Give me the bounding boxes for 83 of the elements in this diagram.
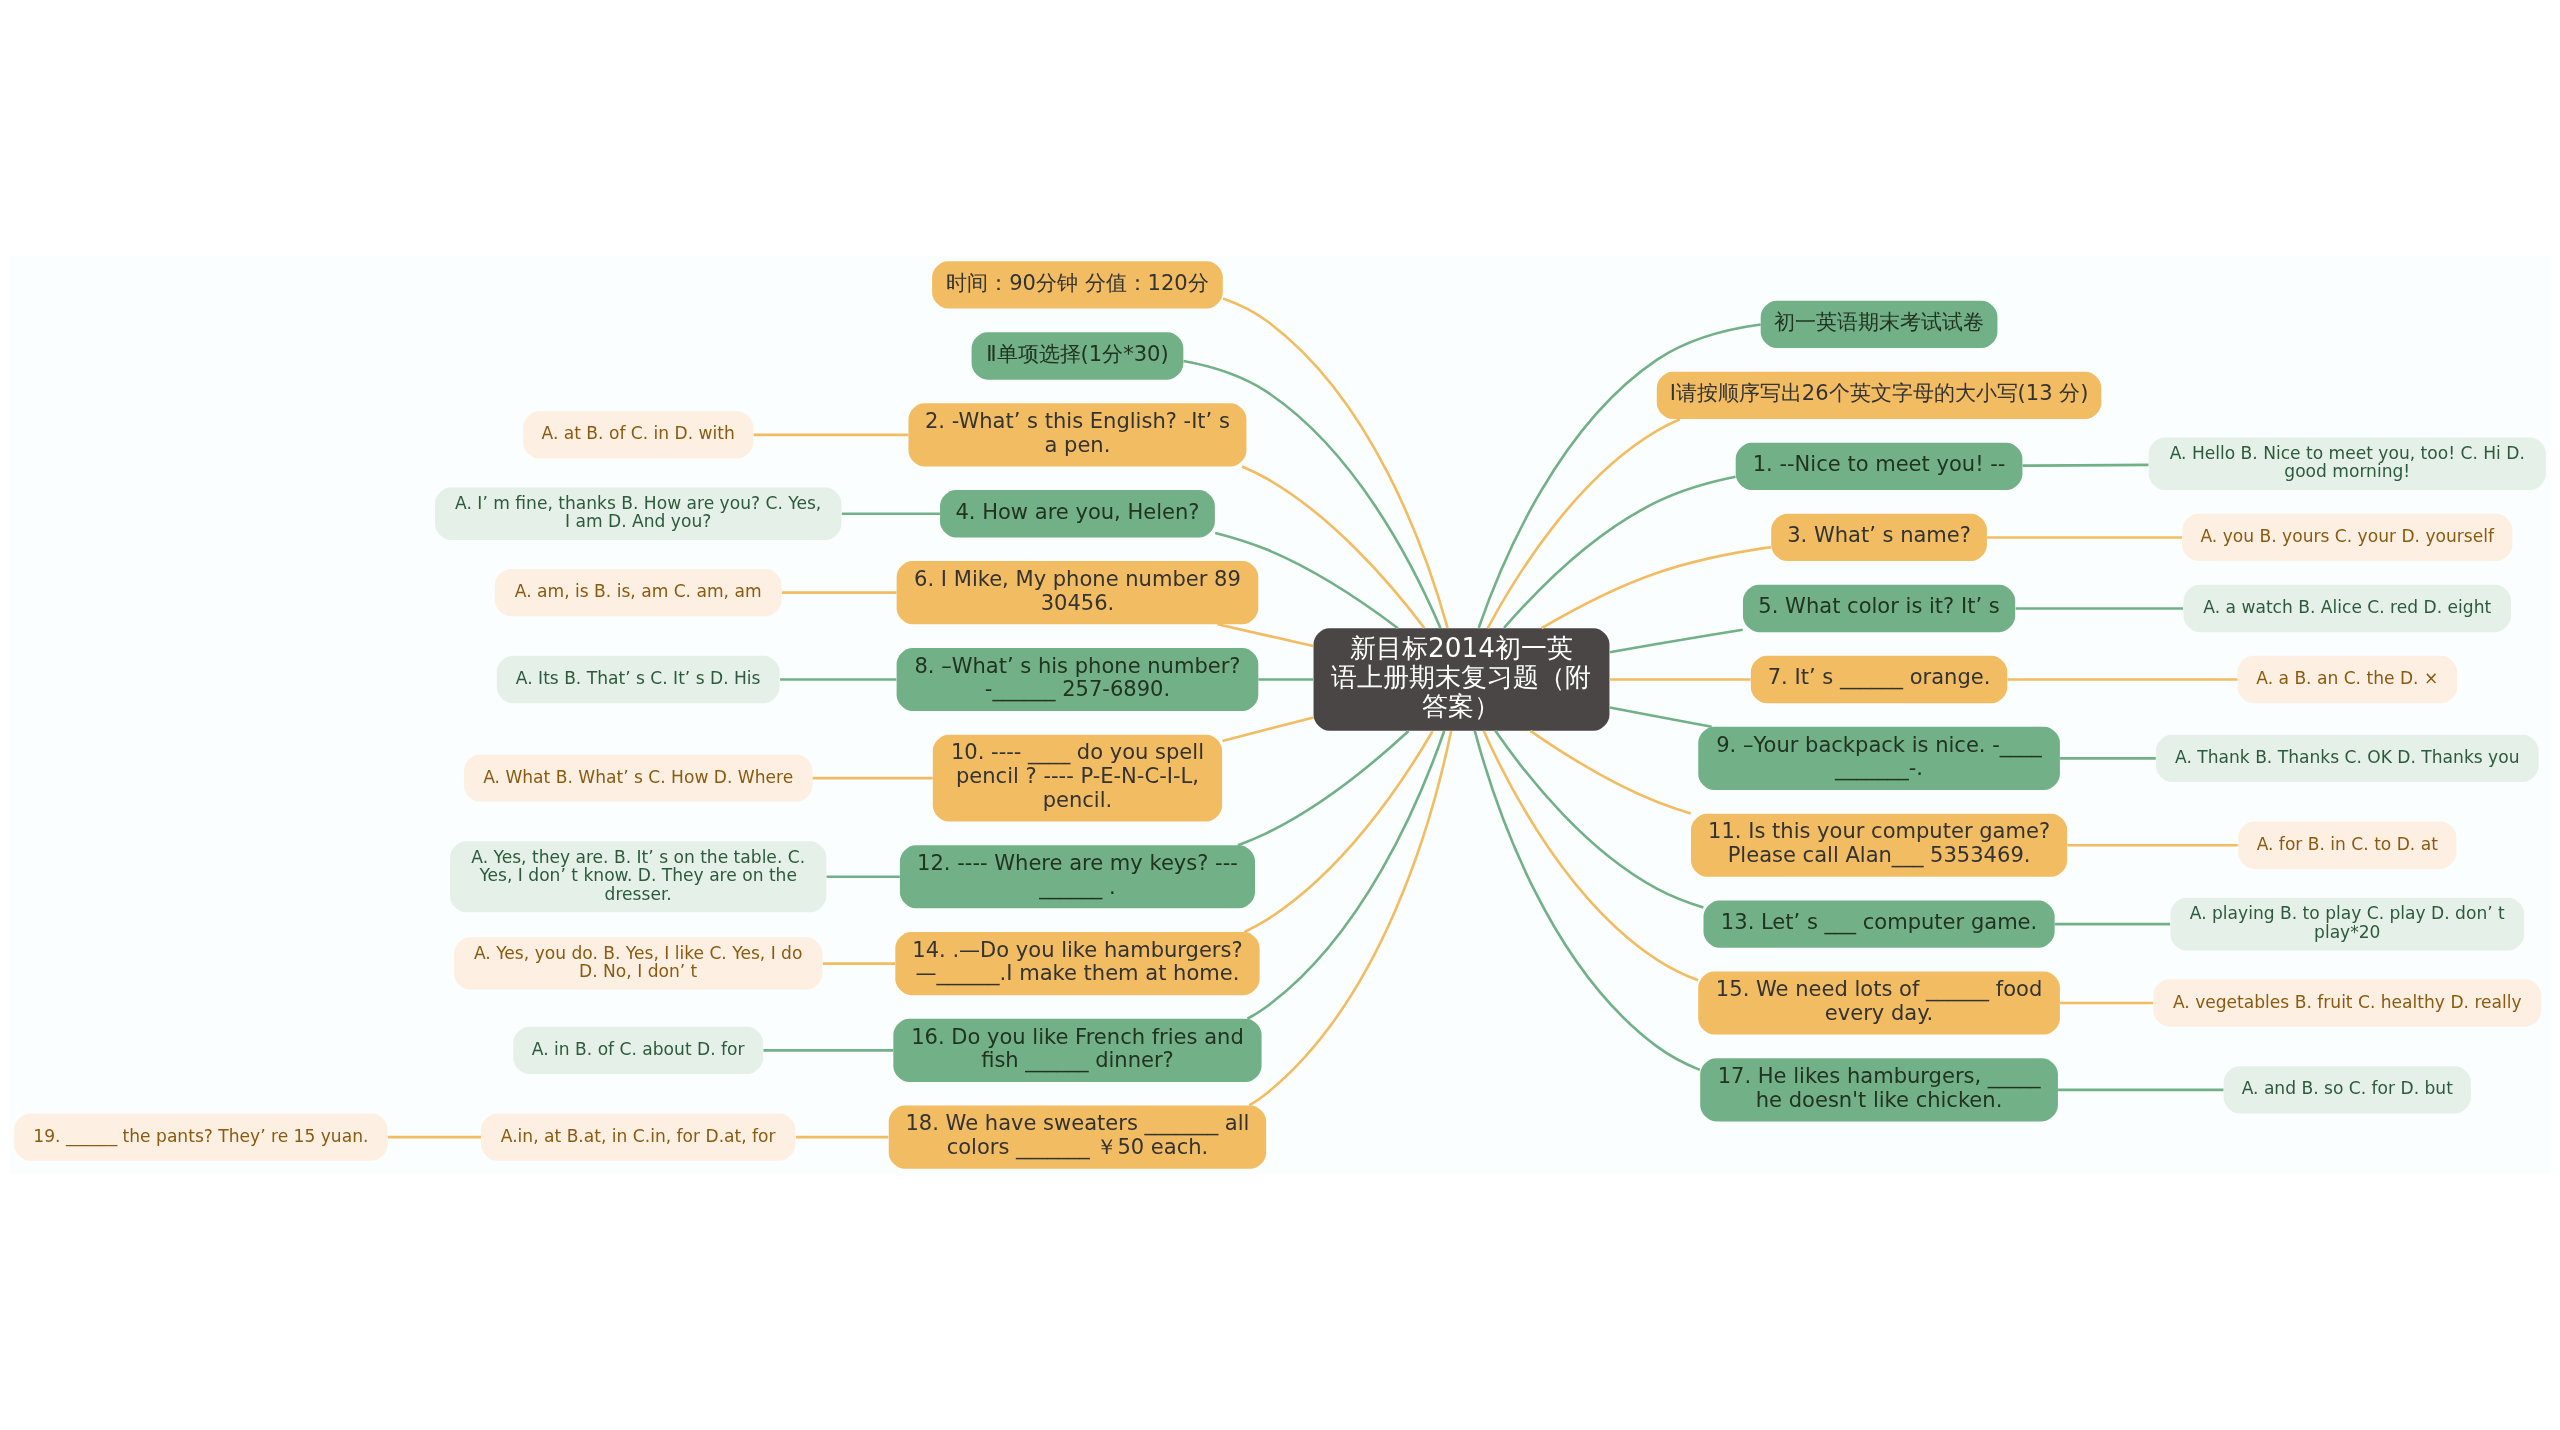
connector bbox=[822, 962, 896, 965]
node-box: A. What B. What’ s C. How D. Where bbox=[463, 754, 813, 802]
node-box: 16. Do you like French fries and fish ______ dinner? bbox=[893, 1018, 1262, 1082]
node-box: 11. Is this your computer game? Please call Alan___ 5353469. bbox=[1691, 813, 2068, 877]
connector bbox=[826, 875, 900, 879]
node-box: 15. We need lots of ______ food every day. bbox=[1698, 971, 2060, 1035]
node-box: 初一英语期末考试试卷 bbox=[1760, 300, 1998, 349]
node-box: A. at B. of C. in D. with bbox=[523, 411, 754, 459]
node-box: A. Yes, you do. B. Yes, I like C. Yes, I do D. No, I don’ t bbox=[454, 937, 823, 990]
connector bbox=[1609, 678, 1751, 681]
node-box: 8. –What’ s his phone number? -______ 257-6890. bbox=[896, 647, 1259, 712]
node-box: 12. ---- Where are my keys? --- ______ . bbox=[899, 845, 1255, 909]
connector bbox=[2015, 607, 2184, 610]
connector bbox=[1222, 716, 1314, 743]
connector bbox=[1529, 729, 1692, 815]
connector bbox=[780, 678, 897, 681]
connector bbox=[1246, 730, 1446, 1020]
connector bbox=[2060, 757, 2156, 760]
node-box: A. Yes, they are. B. It’ s on the table. C. Yes, I don’ t know. D. They are on the dresser. bbox=[450, 841, 827, 913]
connector bbox=[1217, 623, 1314, 648]
connector bbox=[2054, 922, 2171, 926]
node-box: A. a B. an C. the D. × bbox=[2237, 655, 2458, 704]
connector bbox=[795, 1135, 889, 1139]
node-box: A. Hello B. Nice to meet you, too! C. Hi D. good morning! bbox=[2148, 437, 2546, 491]
connector bbox=[841, 512, 940, 516]
connector bbox=[763, 1049, 894, 1052]
node-box: A. a watch B. Alice C. red D. eight bbox=[2183, 584, 2511, 633]
node-box: A. Thank B. Thanks C. OK D. Thanks you bbox=[2155, 734, 2539, 783]
node-box: 1. --Nice to meet you! -- bbox=[1735, 442, 2023, 491]
connector bbox=[1222, 297, 1449, 629]
node-box: A. I’ m fine, thanks B. How are you? C. Yes, I am D. And you? bbox=[435, 487, 842, 541]
connector bbox=[2007, 678, 2238, 681]
connector bbox=[2058, 1088, 2224, 1092]
connector bbox=[1486, 418, 1681, 629]
connector bbox=[2022, 463, 2149, 467]
connector bbox=[1503, 475, 1736, 629]
connector bbox=[1482, 730, 1699, 982]
node-box: A. playing B. to play C. play D. don’ t play*20 bbox=[2170, 897, 2525, 951]
connector bbox=[1609, 706, 1712, 729]
connector bbox=[1494, 730, 1704, 909]
connector bbox=[753, 433, 909, 437]
connector bbox=[1609, 628, 1743, 654]
node-box: Ⅱ单项选择(1分*30) bbox=[971, 332, 1184, 380]
node-box: A. and B. so C. for D. but bbox=[2223, 1066, 2471, 1114]
connector bbox=[1987, 536, 2183, 539]
connector bbox=[1540, 545, 1772, 630]
node-box: 3. What’ s name? bbox=[1771, 513, 1987, 562]
node-box: A. you B. yours C. your D. yourself bbox=[2182, 513, 2513, 562]
node-box: 新目标2014初一英语上册期末复习题（附答案） bbox=[1313, 628, 1610, 731]
node-box: 2. -What’ s this English? -It’ s a pen. bbox=[908, 403, 1247, 467]
connector bbox=[1477, 323, 1761, 629]
node-box: 6. I Mike, My phone number 89 30456. bbox=[896, 561, 1259, 625]
connector bbox=[1243, 730, 1434, 934]
connector bbox=[387, 1135, 481, 1139]
connector bbox=[1258, 678, 1314, 681]
connector bbox=[2067, 843, 2238, 847]
node-box: A. vegetables B. fruit C. healthy D. really bbox=[2153, 979, 2542, 1027]
node-box: A. for B. in C. to D. at bbox=[2238, 821, 2457, 869]
node-box: 18. We have sweaters _______ all colors _______ ￥50 each. bbox=[888, 1105, 1267, 1169]
connector bbox=[1248, 730, 1453, 1107]
node-box: A. am, is B. is, am C. am, am bbox=[494, 569, 782, 617]
connector bbox=[1237, 730, 1410, 847]
node-box: 14. .—Do you like hamburgers? —______.I make them at home. bbox=[895, 932, 1260, 996]
node-box: A. in B. of C. about D. for bbox=[513, 1026, 764, 1075]
connector bbox=[1473, 730, 1701, 1072]
node-box: 17. He likes hamburgers, _____ he doesn't like chicken. bbox=[1700, 1058, 2058, 1122]
node-box: A.in, at B.at, in C.in, for D.at, for bbox=[481, 1113, 796, 1161]
connector bbox=[1241, 465, 1426, 629]
node-box: 9. –Your backpack is nice. -____ _______-. bbox=[1698, 726, 2060, 790]
node-box: 4. How are you, Helen? bbox=[940, 490, 1215, 538]
node-box: 5. What color is it? It’ s bbox=[1742, 584, 2016, 633]
connector bbox=[1183, 359, 1442, 629]
node-box: 13. Let’ s ___ computer game. bbox=[1703, 900, 2055, 948]
node-box: 时间：90分钟 分值：120分 bbox=[932, 261, 1223, 309]
connector bbox=[781, 591, 897, 594]
node-box: 7. It’ s ______ orange. bbox=[1750, 655, 2008, 704]
node-box: Ⅰ请按顺序写出26个英文字母的大小写(13 分) bbox=[1656, 371, 2102, 420]
connector bbox=[812, 776, 933, 780]
node-box: A. Its B. That’ s C. It’ s D. His bbox=[496, 655, 780, 704]
node-box: 19. ______ the pants? They’ re 15 yuan. bbox=[14, 1113, 388, 1161]
node-box: 10. ---- ____ do you spell pencil ? ---- P-E-N-C-I-L, pencil. bbox=[932, 734, 1223, 822]
connector bbox=[2060, 1001, 2154, 1005]
connector bbox=[1214, 531, 1399, 630]
